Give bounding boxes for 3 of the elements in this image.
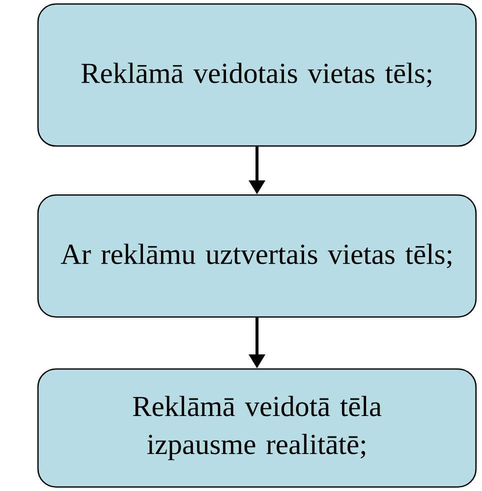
process-box: Reklāmā veidotais vietas tēls; — [37, 3, 477, 147]
process-box: Ar reklāmu uztvertais vietas tēls; — [37, 194, 477, 318]
process-box: Reklāmā veidotā tēla izpausme realitātē; — [37, 368, 477, 488]
